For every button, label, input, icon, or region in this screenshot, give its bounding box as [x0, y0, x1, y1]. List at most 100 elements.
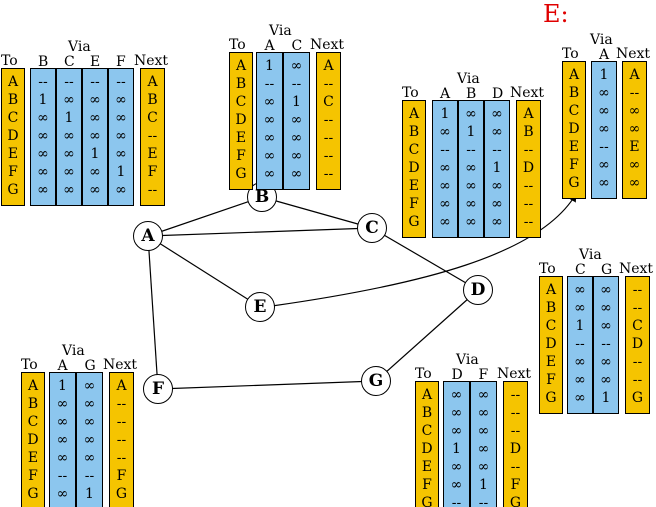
table-b-next-cell: -- [323, 148, 334, 164]
table-d-dest-cell: A [545, 282, 557, 298]
table-a-via-cell: 1 [64, 110, 74, 126]
table-g-next-label: Next [497, 366, 532, 382]
table-a-via-cell: ∞ [89, 110, 101, 126]
table-b-via-cell: ∞ [290, 166, 303, 182]
table-c-dest-cell: B [408, 124, 420, 140]
table-d-via-cell: ∞ [600, 300, 612, 316]
table-e-to-label: To [562, 46, 579, 62]
table-d-via-cell: -- [601, 336, 611, 352]
table-c-via-cell: ∞ [439, 160, 451, 176]
table-b-via-cell: ∞ [290, 112, 303, 128]
table-g-next-cell: -- [510, 423, 521, 439]
table-c-next-label: Next [510, 85, 545, 101]
table-b-via-cell: ∞ [290, 148, 303, 164]
table-c-via-node-b: B [466, 86, 477, 102]
table-c-via-cell: ∞ [439, 214, 451, 230]
table-a-via-cell: ∞ [63, 128, 75, 144]
table-a-dest-cell: D [7, 128, 19, 144]
table-a-via-cell: ∞ [63, 164, 75, 180]
table-c-next-cell: B [523, 124, 534, 140]
table-a-dest-cell: C [7, 110, 19, 126]
table-f-next-cell: A [116, 378, 127, 394]
table-a-via-cell: 1 [38, 92, 48, 108]
node-c: C [357, 213, 387, 243]
table-a-next-cell: B [147, 92, 158, 108]
table-f-next-cell: F [116, 468, 127, 484]
table-b-next-cell: -- [323, 166, 334, 182]
table-f-via-cell: ∞ [83, 378, 96, 394]
table-g-via-column-d: ∞∞∞1∞∞-- [443, 381, 470, 507]
table-g-via-cell: ∞ [450, 477, 463, 493]
table-d-via-cell: ∞ [600, 354, 612, 370]
table-b-via-cell: ∞ [263, 148, 276, 164]
table-d-dest-cell: D [545, 336, 557, 352]
table-a-via-cell: ∞ [63, 92, 75, 108]
table-d-next-cell: -- [632, 354, 643, 370]
table-f-via-column-g: ∞∞∞∞∞--1 [76, 372, 103, 507]
table-e-heading: E: [543, 0, 569, 28]
table-c-via-cell: 1 [492, 160, 502, 176]
table-f-via-cell: ∞ [56, 450, 69, 466]
table-b-via-cell: ∞ [263, 166, 276, 182]
table-g-via-cell: ∞ [450, 387, 463, 403]
table-a-via-cell: ∞ [89, 164, 101, 180]
table-f-dest-cell: D [27, 432, 39, 448]
table-f-via-cell: -- [84, 468, 95, 484]
table-c-dest-cell: A [408, 106, 420, 122]
table-g-via-column-f: ∞∞∞∞∞1-- [470, 381, 497, 507]
table-b-via-cell: ∞ [290, 130, 303, 146]
table-f-dest-cell: C [27, 414, 39, 430]
table-f-via-cell: 1 [58, 378, 67, 394]
table-d-to-label: To [539, 261, 556, 277]
table-a-via-cell: ∞ [115, 182, 127, 198]
table-a-via-cell: ∞ [37, 146, 49, 162]
table-c-via-cell: ∞ [491, 124, 503, 140]
table-d-dest-cell: F [546, 372, 556, 388]
table-f-via-node-g: G [84, 358, 96, 374]
table-e-via-cell: 1 [599, 67, 609, 83]
table-a-via-cell: ∞ [115, 92, 127, 108]
table-e-next-cell: ∞ [628, 121, 641, 137]
table-e-via-cell: ∞ [598, 157, 610, 173]
table-f-dest-cell: A [27, 378, 39, 394]
table-d-via-cell: -- [575, 336, 585, 352]
table-d-dest-cell: B [545, 300, 557, 316]
table-a-dest-cell: E [7, 146, 19, 162]
table-d-via-node-g: G [601, 262, 613, 278]
table-d-via-cell: ∞ [574, 372, 586, 388]
table-a-via-node-f: F [116, 54, 126, 70]
table-e-next-label: Next [616, 46, 651, 62]
table-g-via-cell: 1 [452, 441, 461, 457]
table-c-next-cell: -- [523, 178, 534, 194]
table-a-via-cell: ∞ [115, 110, 127, 126]
table-b-via-cell: -- [291, 76, 302, 92]
table-g-dest-cell: A [421, 387, 433, 403]
table-c-via-cell: -- [466, 142, 476, 158]
table-a-to-label: To [1, 53, 18, 69]
table-d-via-node-c: C [575, 262, 586, 278]
table-b-via-column-c: ∞--1∞∞∞∞ [283, 52, 310, 190]
table-d-via-cell: ∞ [574, 354, 586, 370]
table-d-next-cell: -- [632, 300, 643, 316]
table-f-via-cell: ∞ [56, 396, 69, 412]
table-f-next-cell: -- [116, 432, 127, 448]
table-c-via-cell: ∞ [491, 106, 503, 122]
table-a-dest-cell: B [7, 92, 19, 108]
table-b-next-cell: -- [323, 130, 334, 146]
table-b-via-cell: ∞ [290, 58, 303, 74]
table-f-via-cell: -- [57, 468, 68, 484]
table-b-via-node-a: A [264, 38, 275, 54]
table-c-via-cell: ∞ [465, 160, 477, 176]
table-d-via-cell: ∞ [574, 300, 586, 316]
table-f-via-cell: ∞ [83, 414, 96, 430]
table-b-next-column: A--C-------- [316, 52, 341, 190]
table-e-dest-cell: B [568, 85, 580, 101]
table-g-via-cell: ∞ [450, 423, 463, 439]
table-g-dest-cell: F [422, 477, 432, 493]
node-a: A [133, 221, 163, 251]
